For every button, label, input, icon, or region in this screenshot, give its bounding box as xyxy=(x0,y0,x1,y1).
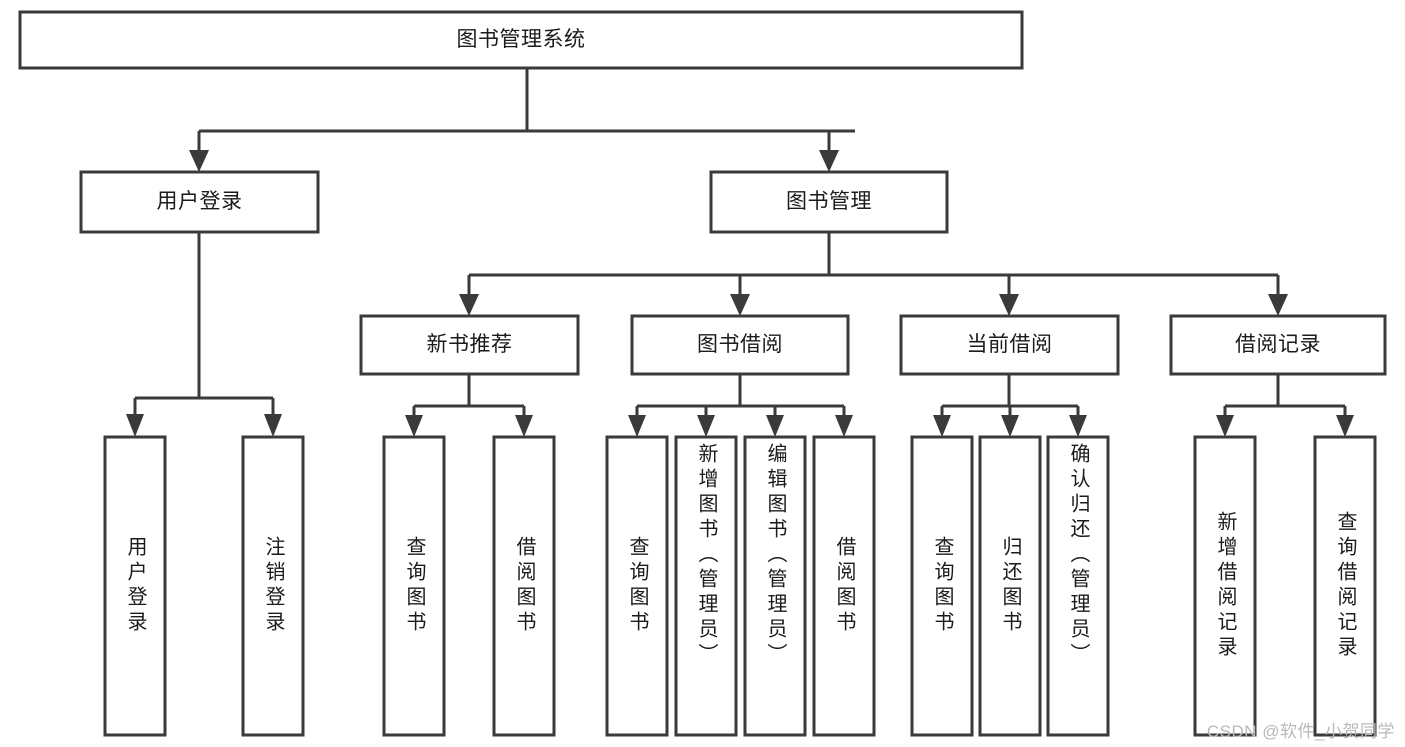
arrowhead-leaf-book-borrow-4 xyxy=(835,415,853,437)
node-user-login-box[interactable] xyxy=(79,170,320,234)
node-new-book-recommend-box[interactable] xyxy=(359,314,580,376)
node-leaf-user-login-2-box[interactable] xyxy=(241,435,305,737)
node-leaf-borrow-record-2-box[interactable] xyxy=(1313,435,1377,737)
arrowhead-borrow-record xyxy=(1268,294,1288,316)
node-book-manage-box[interactable] xyxy=(709,170,949,234)
node-current-borrow-box[interactable] xyxy=(899,314,1120,376)
node-book-borrow-box[interactable] xyxy=(630,314,850,376)
node-leaf-book-borrow-2-box[interactable] xyxy=(674,435,738,737)
node-leaf-book-borrow-4-box[interactable] xyxy=(812,435,876,737)
arrowhead-leaf-user-login-1 xyxy=(126,414,144,437)
arrowhead-new-book-recommend xyxy=(459,294,479,316)
node-leaf-new-book-1-box[interactable] xyxy=(382,435,446,737)
node-leaf-current-borrow-3-box[interactable] xyxy=(1046,435,1110,737)
arrowhead-leaf-book-borrow-3 xyxy=(766,415,784,437)
arrowhead-book-borrow xyxy=(730,294,750,316)
arrowhead-leaf-new-book-1 xyxy=(405,415,423,437)
node-leaf-current-borrow-1-box[interactable] xyxy=(910,435,974,737)
arrowhead-leaf-current-borrow-2 xyxy=(1001,415,1019,437)
node-leaf-book-borrow-1-box[interactable] xyxy=(605,435,669,737)
arrowhead-leaf-borrow-record-1 xyxy=(1216,415,1234,437)
node-leaf-user-login-1-box[interactable] xyxy=(103,435,167,737)
arrowhead-user-login xyxy=(189,150,209,172)
arrowhead-current-borrow xyxy=(999,294,1019,316)
node-leaf-new-book-2-box[interactable] xyxy=(492,435,556,737)
arrowhead-leaf-user-login-2 xyxy=(264,414,282,437)
node-leaf-borrow-record-1-box[interactable] xyxy=(1193,435,1257,737)
node-leaf-current-borrow-2-box[interactable] xyxy=(978,435,1042,737)
arrowhead-leaf-current-borrow-3 xyxy=(1069,415,1087,437)
arrowhead-leaf-book-borrow-1 xyxy=(628,415,646,437)
arrowhead-leaf-new-book-2 xyxy=(515,415,533,437)
node-root-box[interactable] xyxy=(18,10,1024,70)
arrowhead-leaf-book-borrow-2 xyxy=(697,415,715,437)
node-borrow-record-box[interactable] xyxy=(1169,314,1387,376)
node-leaf-book-borrow-3-box[interactable] xyxy=(743,435,807,737)
watermark-text: CSDN @软件_小贺同学 xyxy=(1206,722,1395,741)
arrowhead-leaf-borrow-record-2 xyxy=(1336,415,1354,437)
arrowhead-book-manage xyxy=(819,150,839,172)
arrowhead-leaf-current-borrow-1 xyxy=(933,415,951,437)
